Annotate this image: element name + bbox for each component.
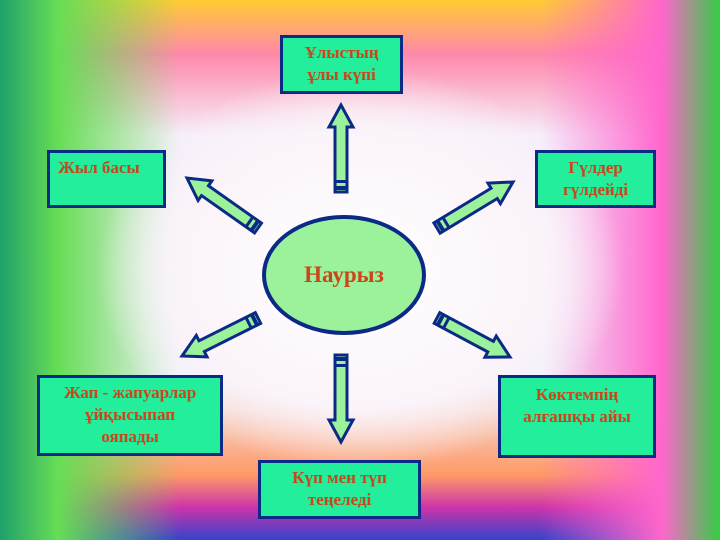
box-text: ұлы күпі bbox=[307, 65, 376, 84]
box-text: теңеледі bbox=[307, 490, 372, 509]
arrow-down-icon bbox=[326, 353, 356, 446]
box-text: Ұлыстың bbox=[304, 43, 379, 62]
box-top-right: Гүлдер гүлдейді bbox=[535, 150, 656, 208]
arrow-down-left-icon bbox=[179, 310, 263, 359]
box-top-left: Жыл басы bbox=[47, 150, 166, 208]
box-bottom-left: Жап - жапуарлар ұйқысыпап ояпады bbox=[37, 375, 223, 456]
arrow-up-right-icon bbox=[431, 180, 516, 236]
box-text: Жап - жапуарлар bbox=[63, 383, 197, 402]
box-bottom-right: Көктемпің алғашқы айы bbox=[498, 375, 656, 458]
arrow-down-right-icon bbox=[432, 310, 513, 359]
arrow-up-icon bbox=[326, 101, 356, 194]
box-text: ұйқысыпап bbox=[84, 405, 176, 424]
box-text: гүлдейді bbox=[562, 180, 629, 199]
center-ellipse: Наурыз bbox=[262, 215, 426, 335]
box-bottom: Күп мен түп теңеледі bbox=[258, 460, 421, 519]
box-text: Гүлдер bbox=[568, 158, 623, 177]
box-top: Ұлыстың ұлы күпі bbox=[280, 35, 403, 94]
arrow-up-left-icon bbox=[184, 176, 264, 235]
box-text: алғашқы айы bbox=[523, 407, 631, 426]
box-text: Жыл басы bbox=[58, 158, 140, 177]
box-text: Көктемпің bbox=[535, 385, 619, 404]
box-text: ояпады bbox=[101, 427, 159, 446]
box-text: Күп мен түп bbox=[292, 468, 387, 487]
center-label: Наурыз bbox=[304, 262, 384, 287]
